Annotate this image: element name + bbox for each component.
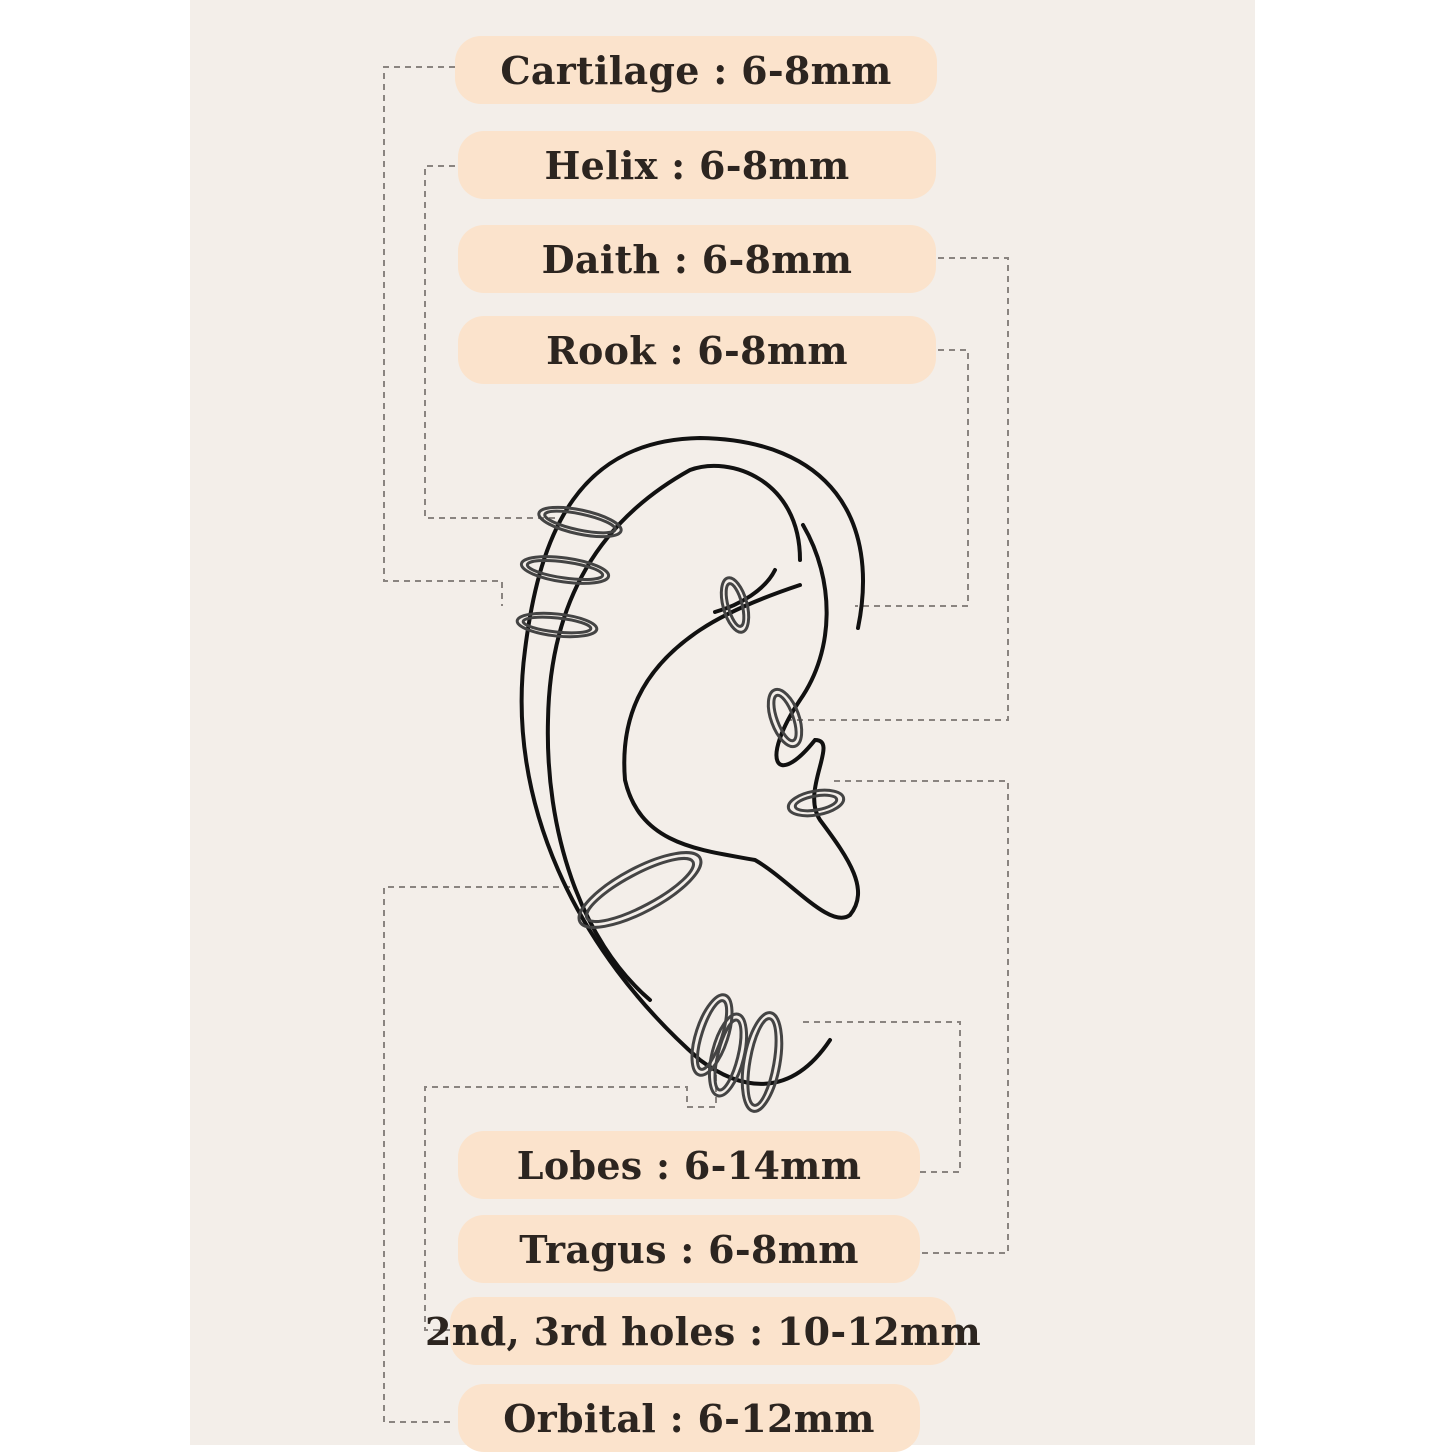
ring-lobe-1: [690, 993, 734, 1077]
label-daith: Daith : 6-8mm: [458, 225, 936, 293]
label-helix: Helix : 6-8mm: [458, 131, 936, 199]
label-tragus: Tragus : 6-8mm: [458, 1215, 920, 1283]
ring-daith-b: [772, 693, 798, 743]
ring-orbital: [577, 851, 703, 929]
label-orbital: Orbital : 6-12mm: [458, 1384, 920, 1452]
leader-holes: [424, 1072, 717, 1331]
ring-cartilage-2b: [521, 615, 593, 635]
leader-tragus: [832, 780, 1009, 1254]
ring-rook-b: [724, 582, 746, 628]
leader-lines: [383, 66, 1009, 1423]
ring-lobe-2b: [713, 1018, 743, 1092]
leader-rook: [855, 349, 969, 607]
ear-antihelix: [545, 463, 802, 1002]
ring-lobe-3: [740, 1011, 784, 1113]
ring-tragus: [786, 788, 846, 818]
ring-helix-1b: [543, 509, 617, 535]
ring-cartilage-1b: [525, 558, 605, 582]
leader-helix: [424, 165, 555, 519]
leader-orbital: [383, 886, 575, 1423]
ear-outline: [519, 435, 866, 1086]
leader-lobes: [800, 1021, 961, 1173]
ring-helix-1: [537, 505, 623, 539]
ring-cartilage-2: [515, 611, 599, 639]
ear-outer-helix: [519, 435, 866, 1086]
leader-daith: [790, 257, 1009, 721]
ring-lobe-1b: [695, 999, 729, 1071]
label-lobes: Lobes : 6-14mm: [458, 1131, 920, 1199]
leader-cartilage: [383, 66, 503, 606]
ring-lobe-3b: [746, 1017, 778, 1107]
ring-orbital-b: [584, 856, 696, 924]
label-cartilage: Cartilage : 6-8mm: [455, 36, 937, 104]
label-rook: Rook : 6-8mm: [458, 316, 936, 384]
ring-daith: [766, 687, 804, 749]
label-holes: 2nd, 3rd holes : 10-12mm: [425, 1297, 981, 1365]
piercing-rings: [515, 505, 846, 1113]
ear-tragus-fold: [713, 568, 777, 614]
ring-rook: [719, 576, 751, 634]
ring-tragus-b: [793, 793, 839, 813]
ring-cartilage-1: [519, 555, 611, 585]
